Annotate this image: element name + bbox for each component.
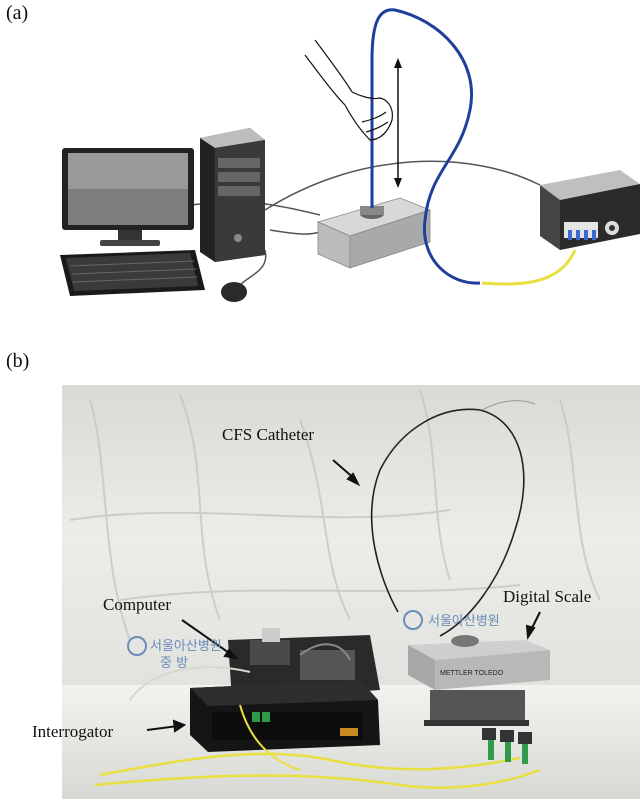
photo-fiber-3 bbox=[239, 704, 301, 771]
panel-b-label: (b) bbox=[6, 350, 30, 372]
photo-interrogator bbox=[190, 680, 380, 752]
photo-fiber-1 bbox=[99, 752, 521, 777]
hospital-logo-icon bbox=[127, 636, 147, 656]
photo-fiber-connectors bbox=[482, 728, 532, 764]
table-surface bbox=[62, 685, 640, 799]
fiber-line bbox=[481, 249, 577, 286]
scale-box-icon bbox=[316, 197, 432, 269]
photo-computer bbox=[228, 628, 380, 700]
callout-arrows bbox=[146, 459, 541, 733]
monitor-icon bbox=[62, 148, 194, 246]
scale-to-monitor-cable bbox=[269, 229, 321, 235]
keyboard-icon bbox=[60, 250, 205, 296]
panel-a-schematic bbox=[60, 8, 640, 302]
catheter-line bbox=[370, 8, 481, 285]
interrogator-icon bbox=[540, 170, 640, 250]
mouse-cable bbox=[239, 249, 267, 286]
hand-icon bbox=[304, 39, 393, 141]
banner-text-1: 서울아산병원 bbox=[150, 639, 222, 654]
callout-interrogator: Interrogator bbox=[32, 722, 114, 741]
banner-text-3: 서울아산병원 bbox=[428, 614, 500, 629]
banner-text-2: 중 방 bbox=[160, 656, 189, 671]
callout-scale: Digital Scale bbox=[503, 587, 592, 606]
photo-digital-scale: METTLER TOLEDO bbox=[408, 635, 550, 726]
photo-catheter-loop bbox=[370, 408, 525, 637]
photo-fiber-2 bbox=[94, 768, 541, 789]
photo-cable-white bbox=[129, 666, 251, 701]
drape-background bbox=[62, 385, 640, 685]
callout-computer: Computer bbox=[103, 595, 171, 614]
panel-a-label: (a) bbox=[6, 2, 29, 24]
scale-to-interrogator-cable bbox=[264, 160, 541, 211]
mouse-icon bbox=[221, 282, 247, 302]
tower-icon bbox=[200, 128, 265, 262]
hospital-logo-icon-2 bbox=[403, 610, 423, 630]
callout-catheter: CFS Catheter bbox=[222, 425, 315, 444]
scale-brand-text: METTLER TOLEDO bbox=[440, 670, 504, 677]
